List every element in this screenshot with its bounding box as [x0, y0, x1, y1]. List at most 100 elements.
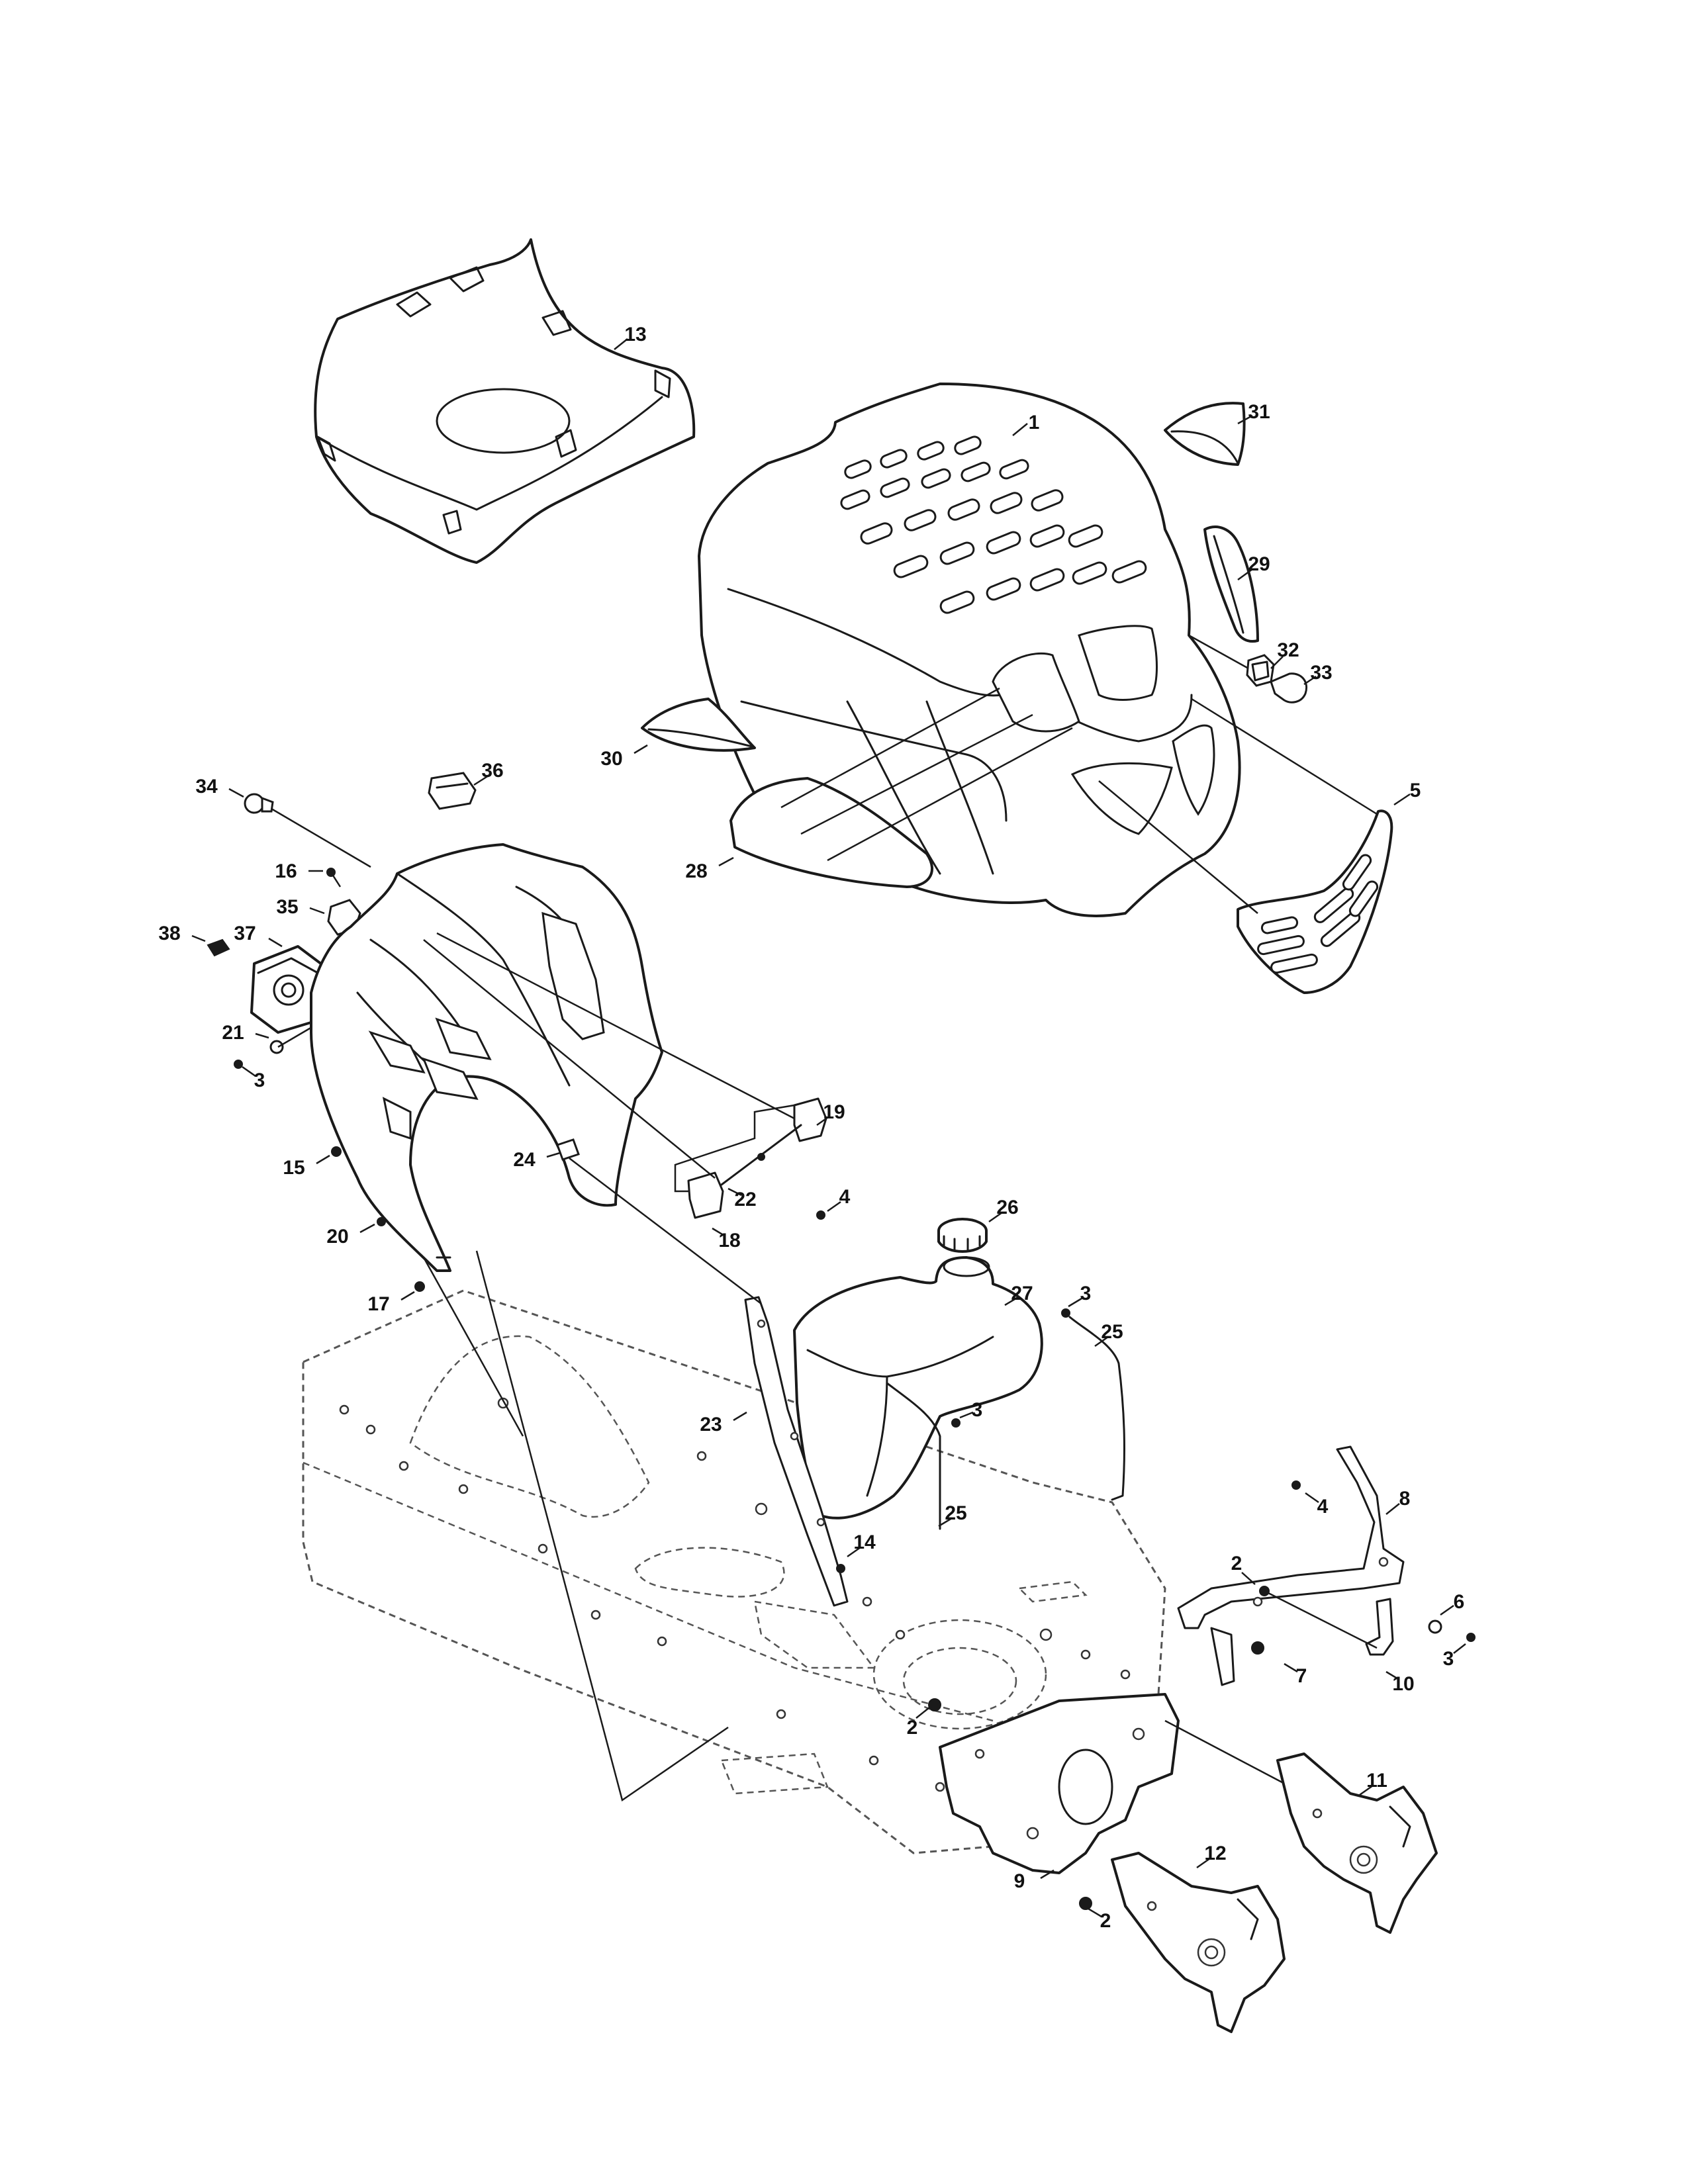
callout-leader — [718, 856, 734, 867]
part-32-socket — [1246, 654, 1275, 687]
callout-number: 4 — [1317, 1496, 1329, 1518]
callout-leader — [1088, 1907, 1102, 1918]
part-2c-bolt — [1079, 1897, 1092, 1910]
callout-number: 38 — [158, 923, 180, 944]
part-1-hood — [698, 383, 1241, 917]
part-30-lens — [641, 698, 756, 752]
part-5-grille — [1237, 809, 1393, 994]
callout-c33: 33 — [1303, 662, 1333, 686]
callout-c38: 38 — [158, 923, 206, 944]
part-13-underpan — [314, 238, 696, 564]
callout-c21: 21 — [222, 1022, 269, 1044]
callout-number: 2 — [1100, 1910, 1111, 1932]
callout-c4a: 4 — [827, 1186, 851, 1212]
part-29-trim — [1203, 525, 1259, 643]
callout-number: 28 — [685, 860, 707, 882]
callout-number: 2 — [907, 1717, 918, 1739]
callout-leader — [847, 1546, 861, 1558]
callout-number: 8 — [1399, 1488, 1411, 1510]
part-3b-screw — [1061, 1308, 1070, 1318]
callout-leader — [614, 338, 628, 350]
callout-leader — [938, 1517, 953, 1527]
part-16-bolt — [326, 868, 342, 887]
callout-number: 18 — [718, 1230, 740, 1251]
callout-leader — [1040, 1869, 1055, 1880]
callout-c3c: 3 — [959, 1399, 982, 1421]
callout-number: 3 — [1443, 1648, 1454, 1670]
callout-number: 27 — [1011, 1283, 1033, 1304]
callout-c28: 28 — [685, 856, 734, 882]
callout-c36: 36 — [473, 760, 504, 786]
callout-leader — [473, 774, 489, 786]
part-34-knob — [244, 793, 274, 814]
callout-number: 26 — [996, 1197, 1018, 1218]
callout-leader — [712, 1227, 726, 1238]
callout-c20: 20 — [326, 1223, 375, 1248]
callout-number: 19 — [823, 1101, 845, 1123]
hood-vent-slots — [840, 435, 1147, 614]
callout-c22: 22 — [727, 1187, 757, 1210]
callout-c3d: 3 — [1443, 1643, 1466, 1670]
callout-number: 6 — [1454, 1591, 1465, 1613]
callout-leader — [1440, 1604, 1454, 1616]
part-17-screw — [414, 1281, 425, 1292]
part-36-switch — [428, 772, 477, 810]
callout-number: 3 — [1080, 1283, 1092, 1304]
callout-leader — [400, 1291, 415, 1301]
callout-leader — [959, 1411, 974, 1419]
part-38-tab — [207, 938, 230, 957]
part-9-front-bracket — [939, 1693, 1180, 1874]
callout-c30: 30 — [600, 744, 648, 770]
callout-c16: 16 — [275, 860, 323, 882]
callout-c17: 17 — [367, 1291, 415, 1315]
part-26-fuel-cap — [937, 1218, 988, 1253]
callout-c7: 7 — [1284, 1662, 1307, 1687]
callout-c31: 31 — [1237, 401, 1270, 425]
callout-leader — [816, 1115, 831, 1126]
callout-leader — [316, 1154, 330, 1165]
callout-leader — [228, 788, 244, 798]
callout-number: 33 — [1310, 662, 1332, 684]
callout-number: 9 — [1014, 1870, 1025, 1892]
callout-c8: 8 — [1385, 1488, 1411, 1515]
callout-number: 11 — [1366, 1770, 1387, 1792]
callout-leader — [1284, 1662, 1298, 1673]
callout-c37: 37 — [234, 923, 283, 948]
part-37-headlight-switch — [250, 945, 326, 1034]
callout-leader — [1385, 1670, 1400, 1681]
callout-leader — [988, 1211, 1003, 1223]
callout-number: 29 — [1248, 553, 1270, 575]
part-2b-bolt — [928, 1698, 941, 1711]
part-31-lens — [1164, 402, 1246, 466]
callout-leader — [309, 907, 325, 915]
callout-c5: 5 — [1393, 780, 1421, 806]
callout-leader — [1359, 1784, 1374, 1796]
callout-leader — [255, 1032, 269, 1039]
callout-number: 21 — [222, 1022, 244, 1044]
callout-number: 20 — [326, 1226, 348, 1248]
callout-number: 22 — [734, 1189, 756, 1210]
part-33-bulb — [1270, 672, 1307, 704]
callout-number: 12 — [1204, 1843, 1226, 1864]
callout-leader — [1094, 1336, 1109, 1347]
callout-c29: 29 — [1237, 553, 1270, 581]
tractor-frame — [302, 1289, 1166, 1854]
callout-c27: 27 — [1004, 1283, 1033, 1306]
part-24-bracket — [556, 1138, 580, 1161]
callout-leader — [727, 1187, 742, 1197]
callout-c18: 18 — [712, 1227, 741, 1251]
callout-number: 36 — [481, 760, 503, 782]
callout-leader — [1237, 414, 1253, 425]
callout-number: 25 — [1101, 1321, 1123, 1343]
callout-leader — [1068, 1297, 1082, 1308]
part-25a-strap — [1068, 1316, 1125, 1501]
callout-c4b: 4 — [1305, 1492, 1329, 1518]
part-27-fuel-tank — [793, 1256, 1043, 1520]
part-14-screw — [836, 1564, 845, 1573]
callout-leader — [1270, 656, 1284, 669]
part-15-screw — [331, 1146, 342, 1157]
callout-c26: 26 — [988, 1197, 1019, 1223]
callout-leader — [268, 937, 283, 948]
